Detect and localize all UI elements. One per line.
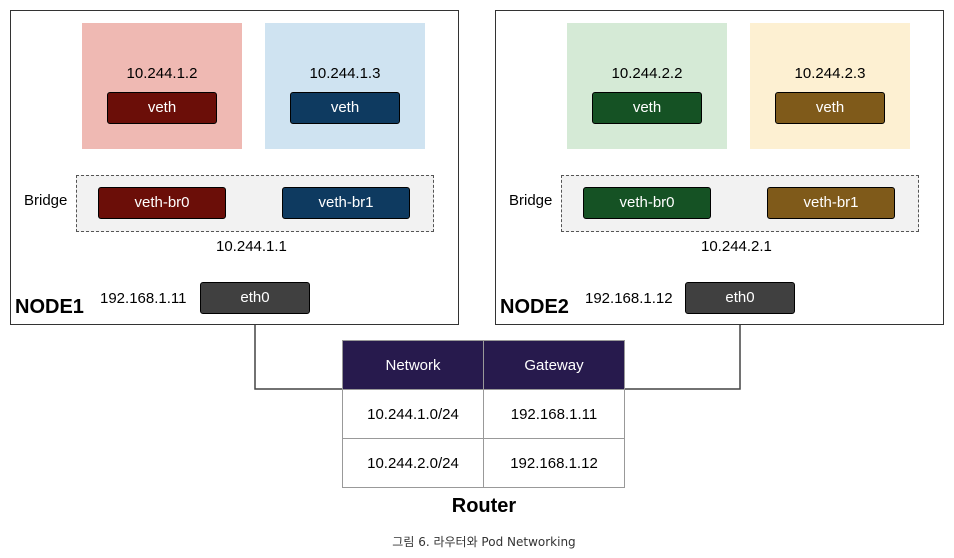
table-cell-network: 10.244.2.0/24 <box>342 438 484 488</box>
node1-bridge-ip: 10.244.1.1 <box>216 238 287 255</box>
node2-pod-2: 10.244.2.3 <box>750 23 910 149</box>
node2-veth-br1: veth-br1 <box>767 187 895 219</box>
pod-ip: 10.244.1.2 <box>126 65 198 82</box>
node2-pod-1-veth: veth <box>592 92 702 124</box>
node1-pod-1-veth: veth <box>107 92 217 124</box>
node1-pod-1: 10.244.1.2 <box>82 23 242 149</box>
wire-node1-eth0-router <box>254 314 342 390</box>
node2-host-ip: 192.168.1.12 <box>585 290 673 307</box>
node2-eth0: eth0 <box>685 282 795 314</box>
node1-pod-2-veth: veth <box>290 92 400 124</box>
node2-bridge-label: Bridge <box>509 192 553 209</box>
router-title: Router <box>451 495 517 517</box>
node2-bridge-ip: 10.244.2.1 <box>701 238 772 255</box>
table-row: 10.244.2.0/24 192.168.1.12 <box>342 438 625 488</box>
node2-pod-2-veth: veth <box>775 92 885 124</box>
pod-ip: 10.244.2.2 <box>611 65 683 82</box>
routing-table-header: Network Gateway <box>342 340 625 390</box>
figure-caption: 그림 6. 라우터와 Pod Networking <box>392 535 576 549</box>
column-header-network: Network <box>342 340 484 390</box>
node2-pod-1: 10.244.2.2 <box>567 23 727 149</box>
table-cell-network: 10.244.1.0/24 <box>342 389 484 439</box>
node1-veth-br1: veth-br1 <box>282 187 410 219</box>
node2-title: NODE2 <box>500 296 569 318</box>
node1-pod-2: 10.244.1.3 <box>265 23 425 149</box>
table-row: 10.244.1.0/24 192.168.1.11 <box>342 389 625 439</box>
wire-node2-eth0-router <box>625 314 741 390</box>
table-cell-gateway: 192.168.1.12 <box>483 438 625 488</box>
node1-title: NODE1 <box>15 296 84 318</box>
node2-veth-br0: veth-br0 <box>583 187 711 219</box>
table-cell-gateway: 192.168.1.11 <box>483 389 625 439</box>
node1-host-ip: 192.168.1.11 <box>100 290 187 307</box>
pod-ip: 10.244.2.3 <box>794 65 866 82</box>
routing-table: Network Gateway 10.244.1.0/24 192.168.1.… <box>342 340 625 488</box>
pod-ip: 10.244.1.3 <box>309 65 381 82</box>
node1-bridge-label: Bridge <box>24 192 68 209</box>
node1-veth-br0: veth-br0 <box>98 187 226 219</box>
column-header-gateway: Gateway <box>483 340 625 390</box>
node1-eth0: eth0 <box>200 282 310 314</box>
